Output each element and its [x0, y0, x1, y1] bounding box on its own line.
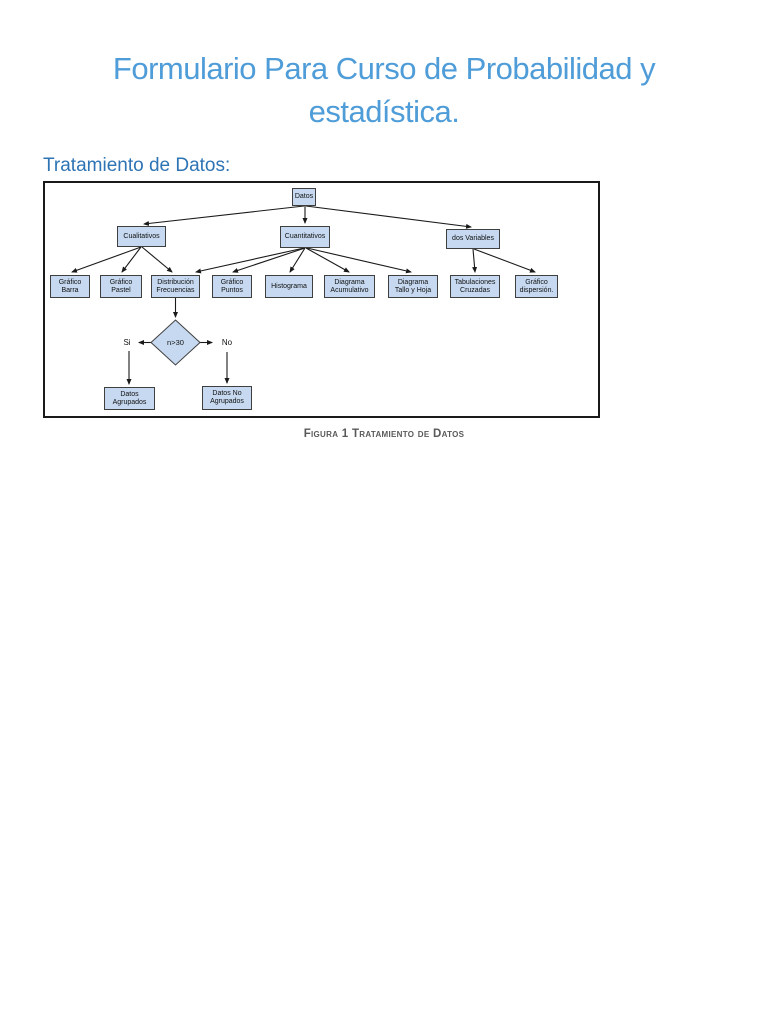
- node-distribucion-frecuencias: Distribución Frecuencias: [151, 275, 200, 298]
- page-title-line2: estadística.: [308, 94, 460, 129]
- page-title-line1: Formulario Para Curso de Probabilidad y: [112, 51, 656, 86]
- decision-diamond: [150, 319, 201, 366]
- decision-label: n>30: [167, 338, 184, 347]
- node-diagrama-acumulativo: Diagrama Acumulativo: [324, 275, 375, 298]
- branch-yes-label: Si: [123, 338, 131, 347]
- node-histograma: Histograma: [265, 275, 313, 298]
- node-cuantitativos: Cuantitativos: [280, 226, 330, 248]
- figure-caption: Figura 1 Tratamiento de Datos: [303, 428, 465, 440]
- node-grafico-barra: Gráfico Barra: [50, 275, 90, 298]
- node-dos-variables: dos Variables: [446, 229, 500, 249]
- node-diagrama-tallo-y-hoja: Diagrama Tallo y Hoja: [388, 275, 438, 298]
- node-grafico-pastel: Gráfico Pastel: [100, 275, 142, 298]
- node-tabulaciones-cruzadas: Tabulaciones Cruzadas: [450, 275, 500, 298]
- section-heading: Tratamiento de Datos:: [43, 155, 231, 176]
- node-datos-agrupados: Datos Agrupados: [104, 387, 155, 410]
- page-title: Formulario Para Curso de Probabilidad y …: [0, 47, 768, 133]
- node-cualitativos: Cualitativos: [117, 226, 166, 247]
- branch-no-label: No: [221, 338, 233, 347]
- node-grafico-puntos: Gráfico Puntos: [212, 275, 252, 298]
- node-grafico-dispersion: Gráfico dispersión.: [515, 275, 558, 298]
- node-datos: Datos: [292, 188, 316, 206]
- node-datos-no-agrupados: Datos No Agrupados: [202, 386, 252, 410]
- flowchart-edges: [71, 205, 536, 385]
- flowchart-figure: Datos Cualitativos Cuantitativos dos Var…: [43, 181, 600, 418]
